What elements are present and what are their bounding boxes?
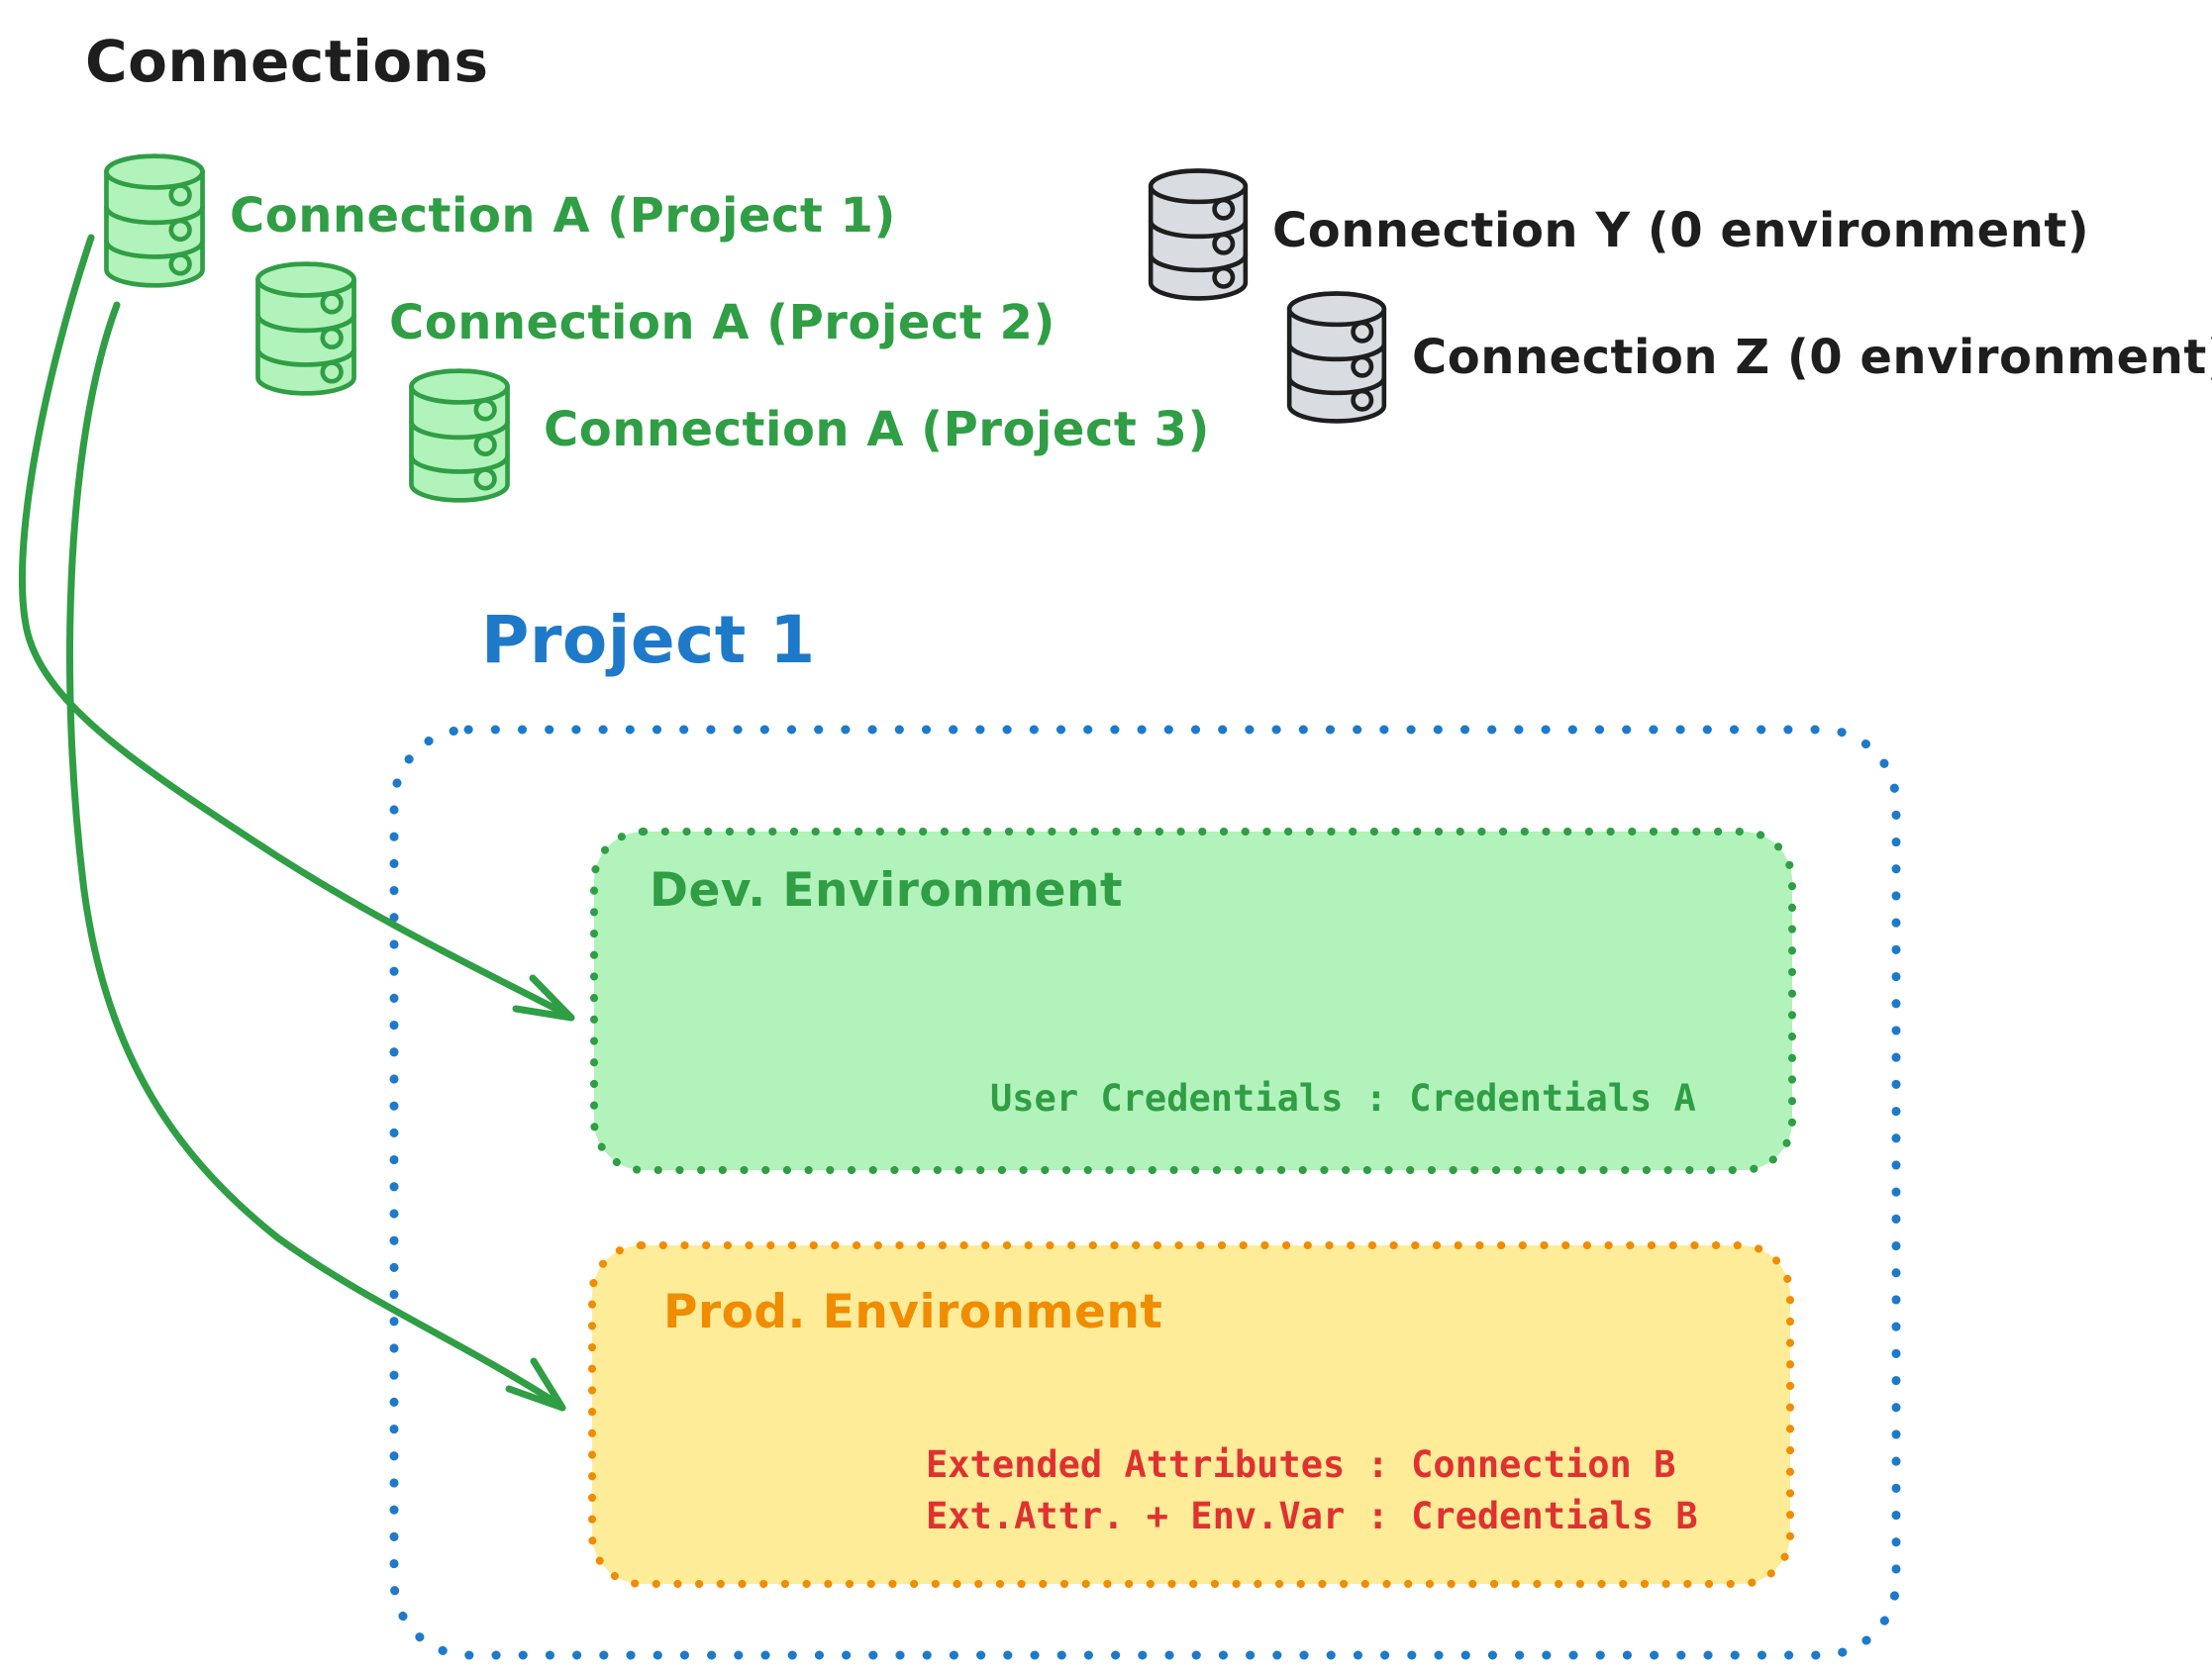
database-icon-connection-z	[1280, 289, 1393, 426]
project-1-title: Project 1	[481, 602, 816, 678]
prod-mapping-line-2: Ext.Attr. + Env.Var : Credentials B	[926, 1495, 1698, 1537]
prod-environment-title: Prod. Environment	[663, 1285, 1163, 1339]
connection-a-project-2-label: Connection A (Project 2)	[389, 295, 1056, 350]
page-title: Connections	[85, 28, 489, 95]
prod-mapping-line-1: Extended Attributes : Connection B	[926, 1443, 1676, 1486]
database-icon-connection-y	[1142, 166, 1255, 303]
database-icon-connection-a-project-1	[99, 151, 210, 290]
connection-a-project-3-label: Connection A (Project 3)	[544, 402, 1210, 457]
database-icon-connection-a-project-3	[404, 366, 515, 505]
dev-environment-title: Dev. Environment	[650, 863, 1123, 918]
connection-y-label: Connection Y (0 environment)	[1272, 203, 2090, 258]
connection-a-project-1-label: Connection A (Project 1)	[230, 188, 896, 244]
connection-z-label: Connection Z (0 environment)	[1412, 330, 2212, 385]
database-icon-connection-a-project-2	[251, 259, 361, 398]
dev-credentials-text: User Credentials : Credentials A	[990, 1077, 1696, 1120]
